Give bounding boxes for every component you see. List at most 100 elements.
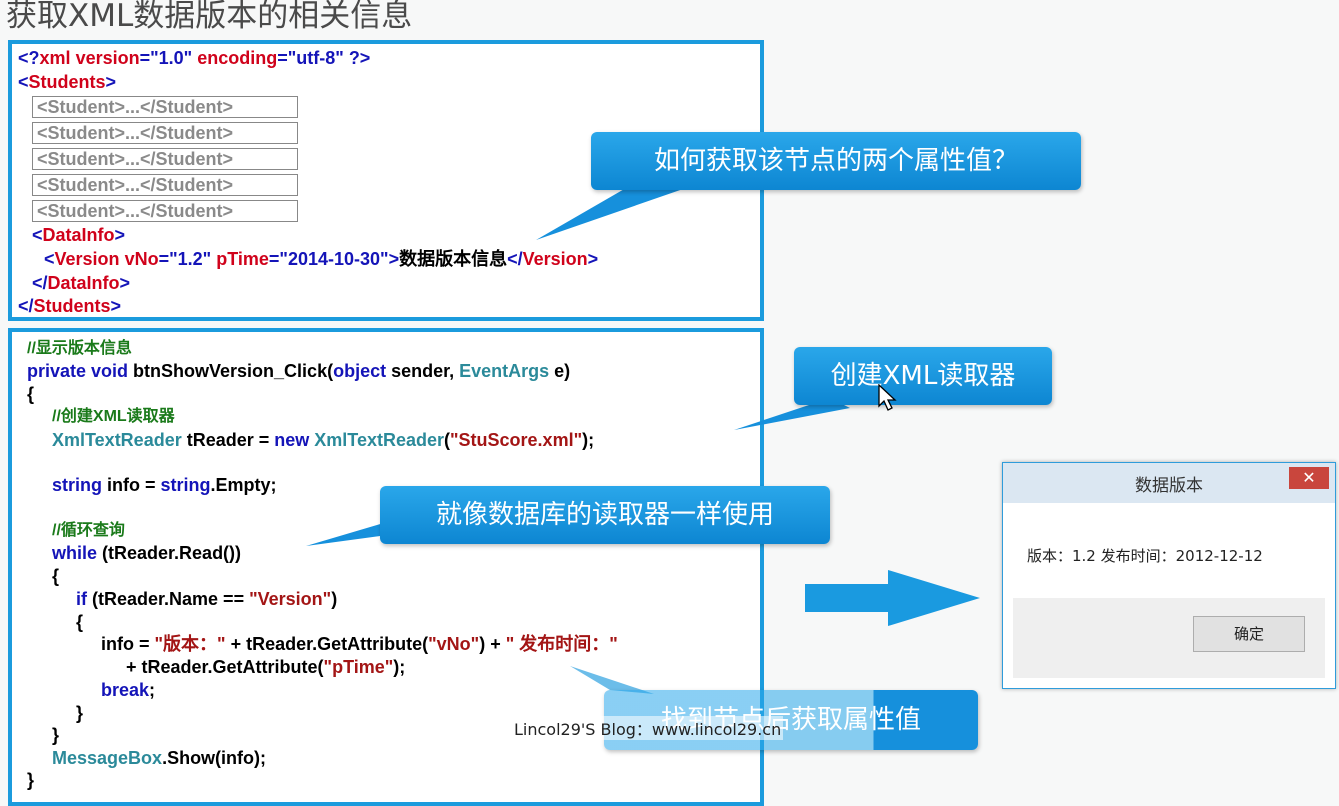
datainfo-open-name: DataInfo bbox=[42, 225, 115, 245]
kw-if: if bbox=[76, 589, 87, 609]
xml-decl-close: ?> bbox=[348, 48, 371, 68]
result-arrow-icon bbox=[805, 570, 980, 626]
datainfo-close-tag: </DataInfo> bbox=[32, 273, 131, 293]
code-comment: //创建XML读取器 bbox=[52, 408, 175, 425]
statement-end: ); bbox=[393, 657, 406, 677]
students-close-tag: </Students> bbox=[18, 296, 122, 316]
dialog-footer: 确定 bbox=[1013, 598, 1325, 678]
students-open-name: Students bbox=[28, 72, 106, 92]
version-element: <Version vNo="1.2" pTime="2014-10-30">数据… bbox=[44, 249, 599, 269]
type-xmltextreader: XmlTextReader bbox=[52, 430, 182, 450]
callout-tail-2 bbox=[734, 398, 850, 430]
kw-while: while bbox=[52, 543, 98, 563]
version-attr-ptime: pTime bbox=[216, 249, 269, 269]
type-messagebox: MessageBox bbox=[52, 748, 163, 768]
slide-title: 获取XML数据版本的相关信息 bbox=[6, 0, 413, 34]
version-tag: Version bbox=[54, 249, 120, 269]
info-assign-cont-line: + tReader.GetAttribute("pTime"); bbox=[126, 656, 405, 678]
show-call: .Show(info); bbox=[162, 748, 267, 768]
xml-declaration: <?xml version="1.0" encoding="utf-8" ?> bbox=[18, 47, 370, 69]
messagebox-dialog: 数据版本 ✕ 版本：1.2 发布时间：2012-12-12 确定 bbox=[1002, 462, 1336, 689]
kw-string: string bbox=[52, 475, 103, 495]
break-line: break; bbox=[101, 679, 155, 701]
callout-tail-4 bbox=[570, 666, 654, 694]
datainfo-open-tag: <DataInfo> bbox=[32, 225, 126, 245]
string-version: "Version" bbox=[249, 589, 332, 609]
kw-new: new bbox=[274, 430, 315, 450]
xml-decl-eq: = bbox=[139, 48, 151, 68]
callout-create-reader: 创建XML读取器 bbox=[794, 347, 1052, 405]
paren: ( bbox=[444, 430, 450, 450]
while-condition: (tReader.Read()) bbox=[97, 543, 242, 563]
statement-end: ; bbox=[149, 680, 156, 700]
version-text: 数据版本信息 bbox=[399, 249, 508, 269]
brace: { bbox=[27, 384, 35, 404]
kw-object: object bbox=[333, 361, 387, 381]
kw-break: break bbox=[101, 680, 150, 700]
version-attr-vno: vNo bbox=[124, 249, 159, 269]
datainfo-close-name: DataInfo bbox=[47, 273, 120, 293]
brace: } bbox=[52, 725, 60, 745]
dialog-message: 版本：1.2 发布时间：2012-12-12 bbox=[1027, 547, 1263, 565]
if-line: if (tReader.Name == "Version") bbox=[76, 588, 337, 610]
callout-get-attributes: 如何获取该节点的两个属性值？ bbox=[591, 132, 1081, 190]
param-sender: sender, bbox=[386, 361, 460, 381]
var-treader: tReader = bbox=[181, 430, 275, 450]
kw-string: string bbox=[160, 475, 211, 495]
xml-decl-eq2: = bbox=[277, 48, 288, 68]
messagebox-line: MessageBox.Show(info); bbox=[52, 747, 266, 769]
watermark: Lincol29'S Blog：www.lincol29.cn bbox=[512, 716, 784, 740]
xml-decl-val-encoding: "utf-8" bbox=[287, 48, 344, 68]
students-close-name: Students bbox=[33, 296, 111, 316]
xml-decl-attr-encoding: encoding bbox=[197, 48, 278, 68]
var-info: info = bbox=[102, 475, 161, 495]
student-item: <Student>...</Student> bbox=[32, 200, 298, 222]
dialog-titlebar: 数据版本 ✕ bbox=[1003, 463, 1335, 503]
while-line: while (tReader.Read()) bbox=[52, 542, 241, 564]
method-signature: private void btnShowVersion_Click(object… bbox=[27, 360, 570, 382]
string-publish-time-label: " 发布时间：" bbox=[505, 634, 618, 654]
ok-button[interactable]: 确定 bbox=[1193, 616, 1305, 652]
xml-decl-open: <? bbox=[18, 48, 40, 68]
xml-decl-attr-version: version bbox=[75, 48, 140, 68]
get-attribute-call: + tReader.GetAttribute( bbox=[126, 657, 324, 677]
code-comment: //显示版本信息 bbox=[27, 340, 132, 357]
type-xmltextreader: XmlTextReader bbox=[314, 430, 444, 450]
student-item: <Student>...</Student> bbox=[32, 174, 298, 196]
info-assign-line: info = "版本：" + tReader.GetAttribute("vNo… bbox=[101, 633, 618, 655]
version-val-vno: "1.2" bbox=[169, 249, 212, 269]
assign-info: info = bbox=[101, 634, 155, 654]
brace: } bbox=[27, 770, 35, 790]
student-item: <Student>...</Student> bbox=[32, 96, 298, 118]
if-condition: (tReader.Name == bbox=[87, 589, 250, 609]
version-val-ptime: "2014-10-30" bbox=[279, 249, 389, 269]
empty-member: .Empty; bbox=[210, 475, 277, 495]
param-e: e) bbox=[549, 361, 571, 381]
code-comment: //循环查询 bbox=[52, 522, 125, 539]
string-vno: "vNo" bbox=[428, 634, 480, 654]
mouse-cursor-icon bbox=[878, 384, 897, 411]
type-eventargs: EventArgs bbox=[459, 361, 550, 381]
method-name: btnShowVersion_Click( bbox=[133, 361, 334, 381]
version-close-tag: Version bbox=[522, 249, 588, 269]
concat-op: ) + bbox=[479, 634, 506, 654]
callout-tail-1 bbox=[536, 180, 686, 240]
xml-decl-kw: xml bbox=[39, 48, 71, 68]
xml-decl-val-version: "1.0" bbox=[150, 48, 193, 68]
student-item: <Student>...</Student> bbox=[32, 122, 298, 144]
callout-like-db-reader: 就像数据库的读取器一样使用 bbox=[380, 486, 830, 544]
get-attribute-call: + tReader.GetAttribute( bbox=[225, 634, 429, 654]
brace: } bbox=[76, 703, 84, 723]
student-item: <Student>...</Student> bbox=[32, 148, 298, 170]
reader-create-line: XmlTextReader tReader = new XmlTextReade… bbox=[52, 429, 594, 451]
brace: { bbox=[76, 612, 84, 632]
string-ptime: "pTime" bbox=[323, 657, 394, 677]
close-button[interactable]: ✕ bbox=[1289, 467, 1329, 489]
dialog-title: 数据版本 bbox=[1135, 476, 1203, 496]
brace: { bbox=[52, 566, 60, 586]
kw-private-void: private void bbox=[27, 361, 134, 381]
string-filename: "StuScore.xml" bbox=[450, 430, 583, 450]
paren: ) bbox=[331, 589, 338, 609]
string-version-label: "版本：" bbox=[154, 634, 226, 654]
info-decl-line: string info = string.Empty; bbox=[52, 474, 277, 496]
